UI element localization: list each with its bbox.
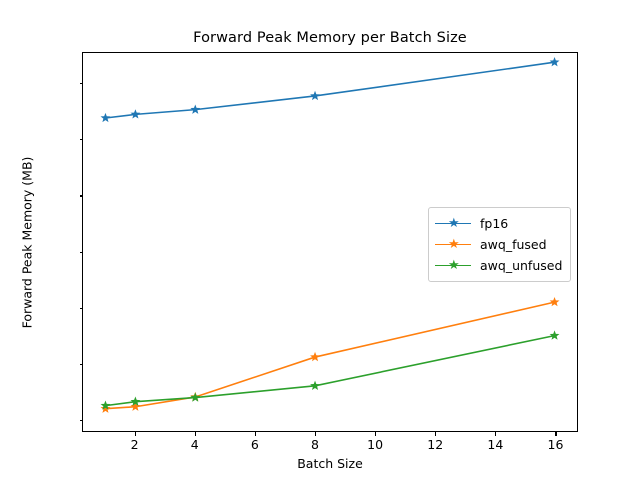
series-line <box>105 334 555 407</box>
data-point-marker <box>549 330 560 340</box>
y-tick-mark <box>79 251 83 253</box>
series-line <box>105 61 555 119</box>
data-point-marker <box>100 112 111 123</box>
x-tick-mark <box>435 432 437 436</box>
series-line <box>105 301 555 410</box>
data-point-marker <box>310 380 320 390</box>
y-tick-mark <box>79 363 83 365</box>
series-awq_unfused <box>100 330 560 410</box>
data-point-marker <box>310 351 320 362</box>
x-tick-label: 6 <box>250 437 259 452</box>
x-tick-mark <box>555 432 557 436</box>
x-tick-label: 12 <box>427 437 444 452</box>
y-tick-mark <box>79 139 83 141</box>
x-tick-mark <box>495 432 497 436</box>
legend-label: awq_fused <box>480 237 547 252</box>
y-tick-mark <box>79 307 83 309</box>
chart-legend: ★ fp16 ★ awq_fused ★ awq_unfused <box>428 207 572 282</box>
series-awq_fused <box>100 296 560 413</box>
y-tick-mark <box>79 419 83 421</box>
legend-item-fp16[interactable]: ★ fp16 <box>435 213 562 234</box>
x-tick-label: 4 <box>190 437 199 452</box>
legend-swatch-icon: ★ <box>435 216 471 231</box>
data-point-marker <box>130 396 141 406</box>
data-point-marker <box>100 400 111 410</box>
legend-swatch-icon: ★ <box>435 258 471 273</box>
chart-title: Forward Peak Memory per Batch Size <box>193 30 467 46</box>
data-point-marker <box>130 401 141 411</box>
x-tick-mark <box>314 432 317 436</box>
x-tick-label: 8 <box>310 437 319 452</box>
data-point-marker <box>130 109 141 119</box>
x-tick-mark <box>194 432 196 436</box>
x-tick-label: 10 <box>367 437 384 452</box>
x-tick-label: 16 <box>547 437 564 452</box>
data-point-marker <box>190 104 201 114</box>
x-tick-label: 14 <box>487 437 504 452</box>
x-tick-mark <box>134 432 136 436</box>
y-tick-mark <box>79 83 83 85</box>
x-tick-mark <box>375 432 377 436</box>
legend-label: awq_unfused <box>480 258 563 273</box>
data-point-marker <box>549 57 560 67</box>
y-tick-mark <box>79 195 83 197</box>
x-tick-mark <box>254 432 256 436</box>
data-point-marker <box>549 296 560 307</box>
data-point-marker <box>190 392 201 402</box>
plot-area <box>79 52 578 432</box>
x-tick-label: 2 <box>130 437 139 452</box>
data-point-marker <box>100 403 111 413</box>
series-fp16 <box>100 57 560 123</box>
plot-svg <box>100 57 560 413</box>
legend-item-awq_fused[interactable]: ★ awq_fused <box>435 234 562 255</box>
legend-swatch-icon: ★ <box>435 237 471 252</box>
y-axis-label: Forward Peak Memory (MB) <box>19 156 35 329</box>
data-point-marker <box>310 90 320 101</box>
legend-item-awq_unfused[interactable]: ★ awq_unfused <box>435 255 562 276</box>
legend-label: fp16 <box>480 216 509 231</box>
x-axis-label: Batch Size <box>297 456 363 471</box>
